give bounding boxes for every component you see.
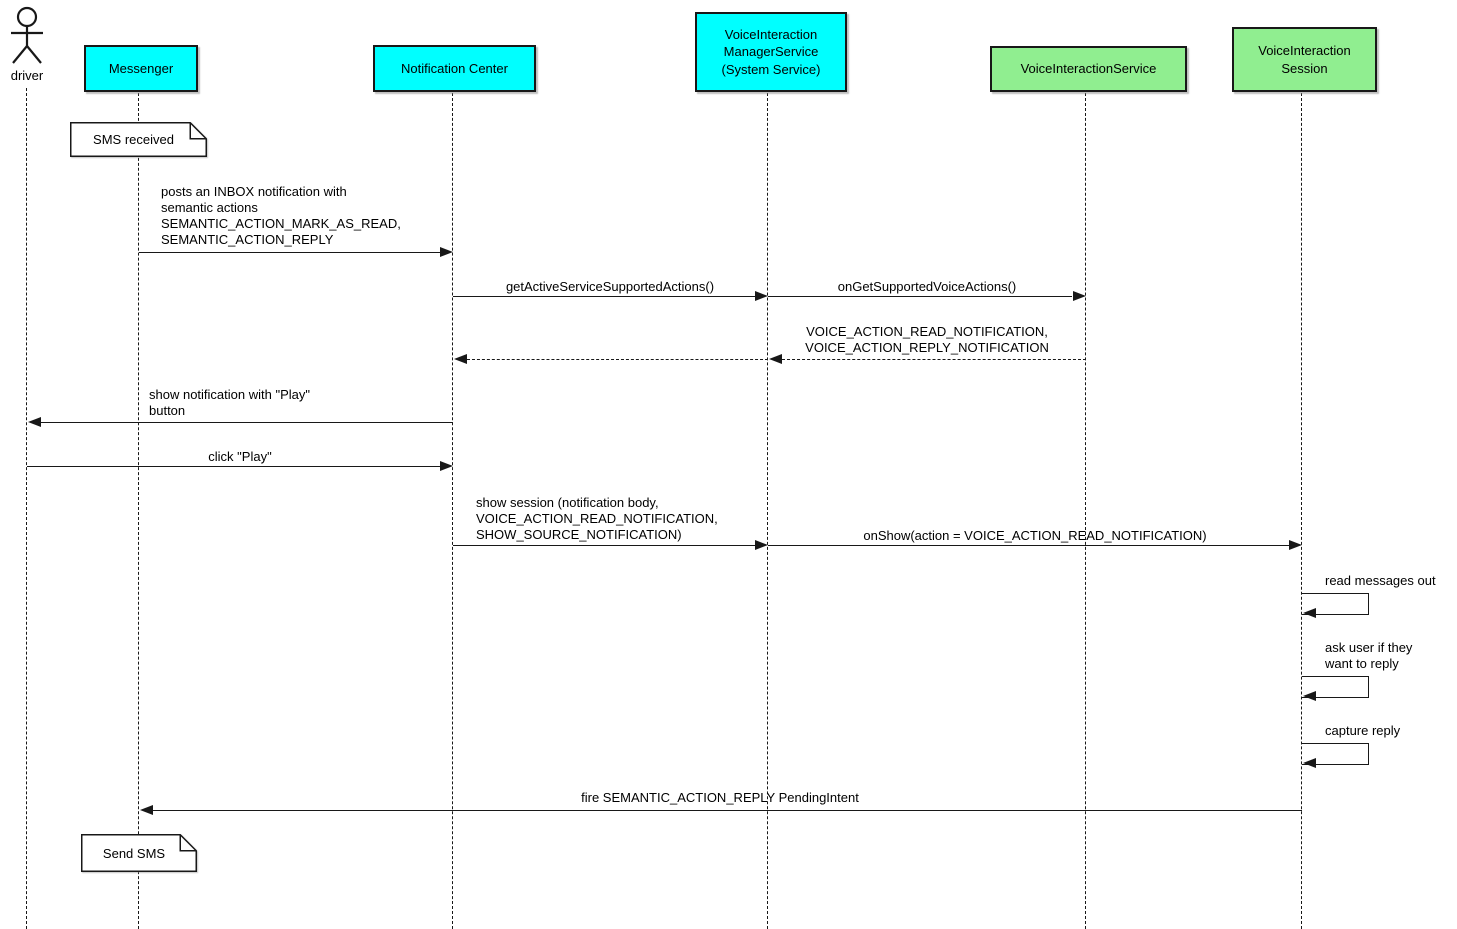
arrowhead-left-icon — [140, 805, 153, 815]
participant-label: Messenger — [108, 60, 174, 76]
message-line — [768, 545, 1289, 546]
message-label: onShow(action = VOICE_ACTION_READ_NOTIFI… — [863, 528, 1207, 543]
message-line — [27, 466, 441, 467]
arrowhead-left-icon — [1303, 691, 1316, 701]
participant-label: Notification Center — [401, 60, 508, 76]
lifeline-messenger — [138, 88, 139, 929]
arrowhead-right-icon — [1073, 291, 1086, 301]
message-label: VOICE_ACTION_READ_NOTIFICATION, VOICE_AC… — [805, 324, 1049, 355]
self-message-label: read messages out — [1325, 573, 1436, 588]
message-label: fire SEMANTIC_ACTION_REPLY PendingIntent — [581, 790, 859, 805]
participant-label: VoiceInteraction Session — [1258, 43, 1351, 76]
return-line — [467, 359, 768, 360]
message-line — [768, 296, 1072, 297]
participant-voice-interaction-manager-service: VoiceInteraction ManagerService (System … — [695, 12, 847, 92]
note-shape-icon — [81, 834, 197, 872]
actor-label: driver — [10, 68, 44, 83]
message-label: getActiveServiceSupportedActions() — [505, 279, 715, 294]
lifeline-voice-interaction-service — [1085, 88, 1086, 929]
message-label: posts an INBOX notification with semanti… — [161, 184, 401, 247]
participant-voice-interaction-service: VoiceInteractionService — [990, 46, 1187, 92]
message-line — [139, 252, 441, 253]
message-line — [40, 422, 453, 423]
arrowhead-right-icon — [755, 291, 768, 301]
lifeline-voice-interaction-session — [1301, 88, 1302, 929]
message-label: show notification with "Play" button — [149, 387, 310, 418]
note-text: SMS received — [93, 132, 174, 147]
self-message-label: ask user if they want to reply — [1325, 640, 1413, 671]
lifeline-notification-center — [452, 88, 453, 929]
arrowhead-left-icon — [1303, 608, 1316, 618]
arrowhead-left-icon — [769, 354, 782, 364]
self-message-loop — [1302, 593, 1369, 615]
lifeline-voice-interaction-manager-service — [767, 88, 768, 929]
actor-driver: driver — [0, 6, 54, 83]
message-line — [453, 545, 756, 546]
arrowhead-right-icon — [755, 540, 768, 550]
arrowhead-right-icon — [440, 461, 453, 471]
self-message-label: capture reply — [1325, 723, 1401, 738]
arrowhead-right-icon — [440, 247, 453, 257]
note-shape-icon — [70, 122, 207, 157]
participant-voice-interaction-session: VoiceInteraction Session — [1232, 27, 1377, 92]
note-send-sms: Send SMS — [81, 834, 197, 872]
arrowhead-left-icon — [28, 417, 41, 427]
arrowhead-left-icon — [454, 354, 467, 364]
person-icon — [11, 6, 43, 64]
arrowhead-right-icon — [1289, 540, 1302, 550]
lifeline-driver — [26, 88, 27, 929]
message-line — [453, 296, 756, 297]
message-label: onGetSupportedVoiceActions() — [837, 279, 1017, 294]
self-message-loop — [1302, 743, 1369, 765]
participant-messenger: Messenger — [84, 45, 198, 92]
participant-label: VoiceInteraction ManagerService (System … — [721, 27, 821, 77]
message-label: click "Play" — [208, 449, 272, 464]
participant-label: VoiceInteractionService — [1020, 61, 1157, 77]
message-label: show session (notification body, VOICE_A… — [476, 495, 718, 542]
message-line — [152, 810, 1302, 811]
note-text: Send SMS — [102, 845, 166, 861]
return-line — [782, 359, 1086, 360]
self-message-loop — [1302, 676, 1369, 698]
note-sms-received: SMS received — [70, 122, 207, 157]
participant-notification-center: Notification Center — [373, 45, 536, 92]
arrowhead-left-icon — [1303, 758, 1316, 768]
